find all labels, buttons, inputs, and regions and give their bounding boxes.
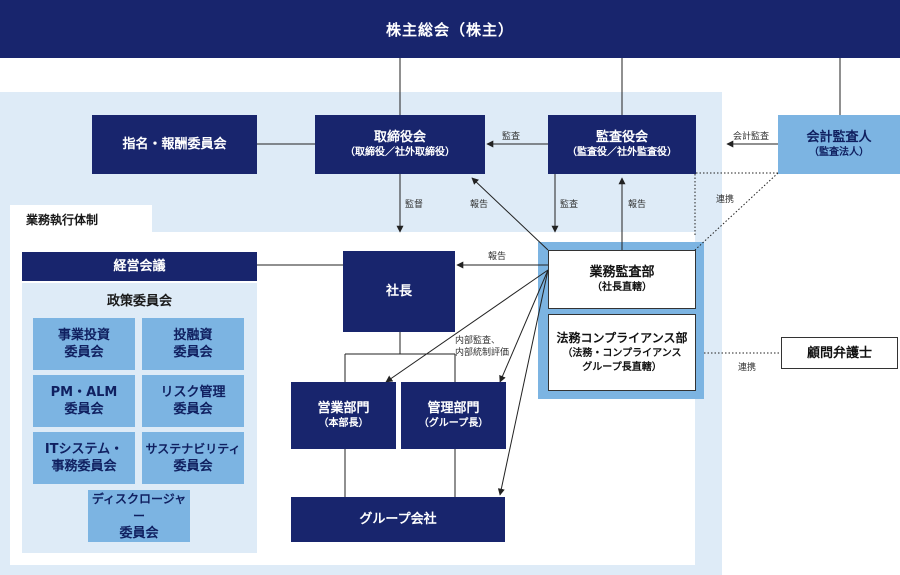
accounting-auditor-title: 会計監査人	[806, 130, 872, 145]
policy-item: PM・ALM 委員会	[33, 375, 135, 427]
admin-division-sub: （グループ長）	[418, 418, 489, 429]
shareholders-meeting-box: 株主総会（株主）	[0, 0, 900, 58]
sales-division-box: 営業部門 （本部長）	[291, 382, 396, 449]
label-internal-audit-2: 内部統制評価	[455, 348, 510, 358]
label-audit-v: 監査	[560, 200, 579, 210]
group-companies-box: グループ会社	[291, 497, 505, 542]
arrow-report-board	[471, 177, 549, 251]
board-sub: （取締役／社外取締役）	[345, 147, 455, 158]
arrow-audit-group	[497, 269, 549, 496]
execution-tab: 業務執行体制	[10, 205, 152, 233]
dotted-accountant-internal-audit	[694, 172, 779, 251]
label-cooperation-bottom: 連携	[738, 363, 757, 373]
label-supervision: 監督	[405, 200, 424, 210]
audit-board-sub: （監査役／社外監査役）	[567, 147, 677, 158]
label-report-audit: 報告	[628, 200, 647, 210]
arrow-audit-admin	[499, 269, 549, 383]
label-accounting-audit: 会計監査	[733, 132, 770, 142]
board-box: 取締役会 （取締役／社外取締役）	[315, 115, 485, 174]
compliance-sub1: （法務・コンプライアンス	[562, 348, 682, 359]
management-meeting-box: 経営会議	[22, 252, 257, 281]
label-report-president: 報告	[488, 252, 507, 262]
president-box: 社長	[343, 251, 455, 332]
policy-committee-title: 政策委員会	[106, 293, 172, 309]
compliance-box: 法務コンプライアンス部 （法務・コンプライアンス グループ長直轄）	[548, 314, 696, 391]
board-title: 取締役会	[373, 130, 426, 145]
management-meeting-label: 経営会議	[113, 259, 166, 274]
accounting-auditor-sub: （監査法人）	[809, 147, 869, 158]
audit-board-box: 監査役会 （監査役／社外監査役）	[548, 115, 696, 174]
dotted-accountant-audit-board	[694, 172, 778, 235]
admin-division-title: 管理部門	[427, 401, 480, 416]
policy-item: 投融資 委員会	[142, 318, 244, 370]
nomination-committee-box: 指名・報酬委員会	[92, 115, 257, 174]
policy-item: サステナビリティ 委員会	[142, 432, 244, 484]
sales-division-title: 営業部門	[317, 401, 370, 416]
internal-audit-sub: （社長直轄）	[592, 282, 652, 293]
arrow-audit-sales	[385, 269, 549, 383]
label-internal-audit-1: 内部監査、	[455, 336, 501, 346]
policy-item: リスク管理 委員会	[142, 375, 244, 427]
shareholders-meeting-label: 株主総会（株主）	[385, 20, 514, 39]
label-audit-h: 監査	[502, 132, 521, 142]
internal-audit-box: 業務監査部 （社長直轄）	[548, 250, 696, 309]
label-cooperation-top: 連携	[716, 195, 735, 205]
accounting-auditor-box: 会計監査人 （監査法人）	[778, 115, 900, 174]
group-companies-label: グループ会社	[359, 512, 437, 527]
label-report-board: 報告	[470, 200, 489, 210]
compliance-title: 法務コンプライアンス部	[556, 331, 688, 345]
compliance-sub2: グループ長直轄）	[582, 362, 662, 373]
policy-item: 事業投資 委員会	[33, 318, 135, 370]
legal-advisor-box: 顧問弁護士	[781, 337, 898, 369]
execution-label: 業務執行体制	[26, 212, 99, 227]
admin-division-box: 管理部門 （グループ長）	[401, 382, 506, 449]
policy-committee-title-wrap: 政策委員会	[22, 291, 257, 311]
policy-item: ディスクロージャー 委員会	[88, 490, 190, 542]
legal-advisor-label: 顧問弁護士	[806, 345, 872, 361]
audit-board-title: 監査役会	[595, 130, 648, 145]
policy-item: ITシステム・ 事務委員会	[33, 432, 135, 484]
sales-division-sub: （本部長）	[318, 418, 369, 429]
president-label: 社長	[385, 284, 412, 299]
nomination-committee-label: 指名・報酬委員会	[122, 137, 227, 152]
internal-audit-title: 業務監査部	[589, 265, 655, 280]
